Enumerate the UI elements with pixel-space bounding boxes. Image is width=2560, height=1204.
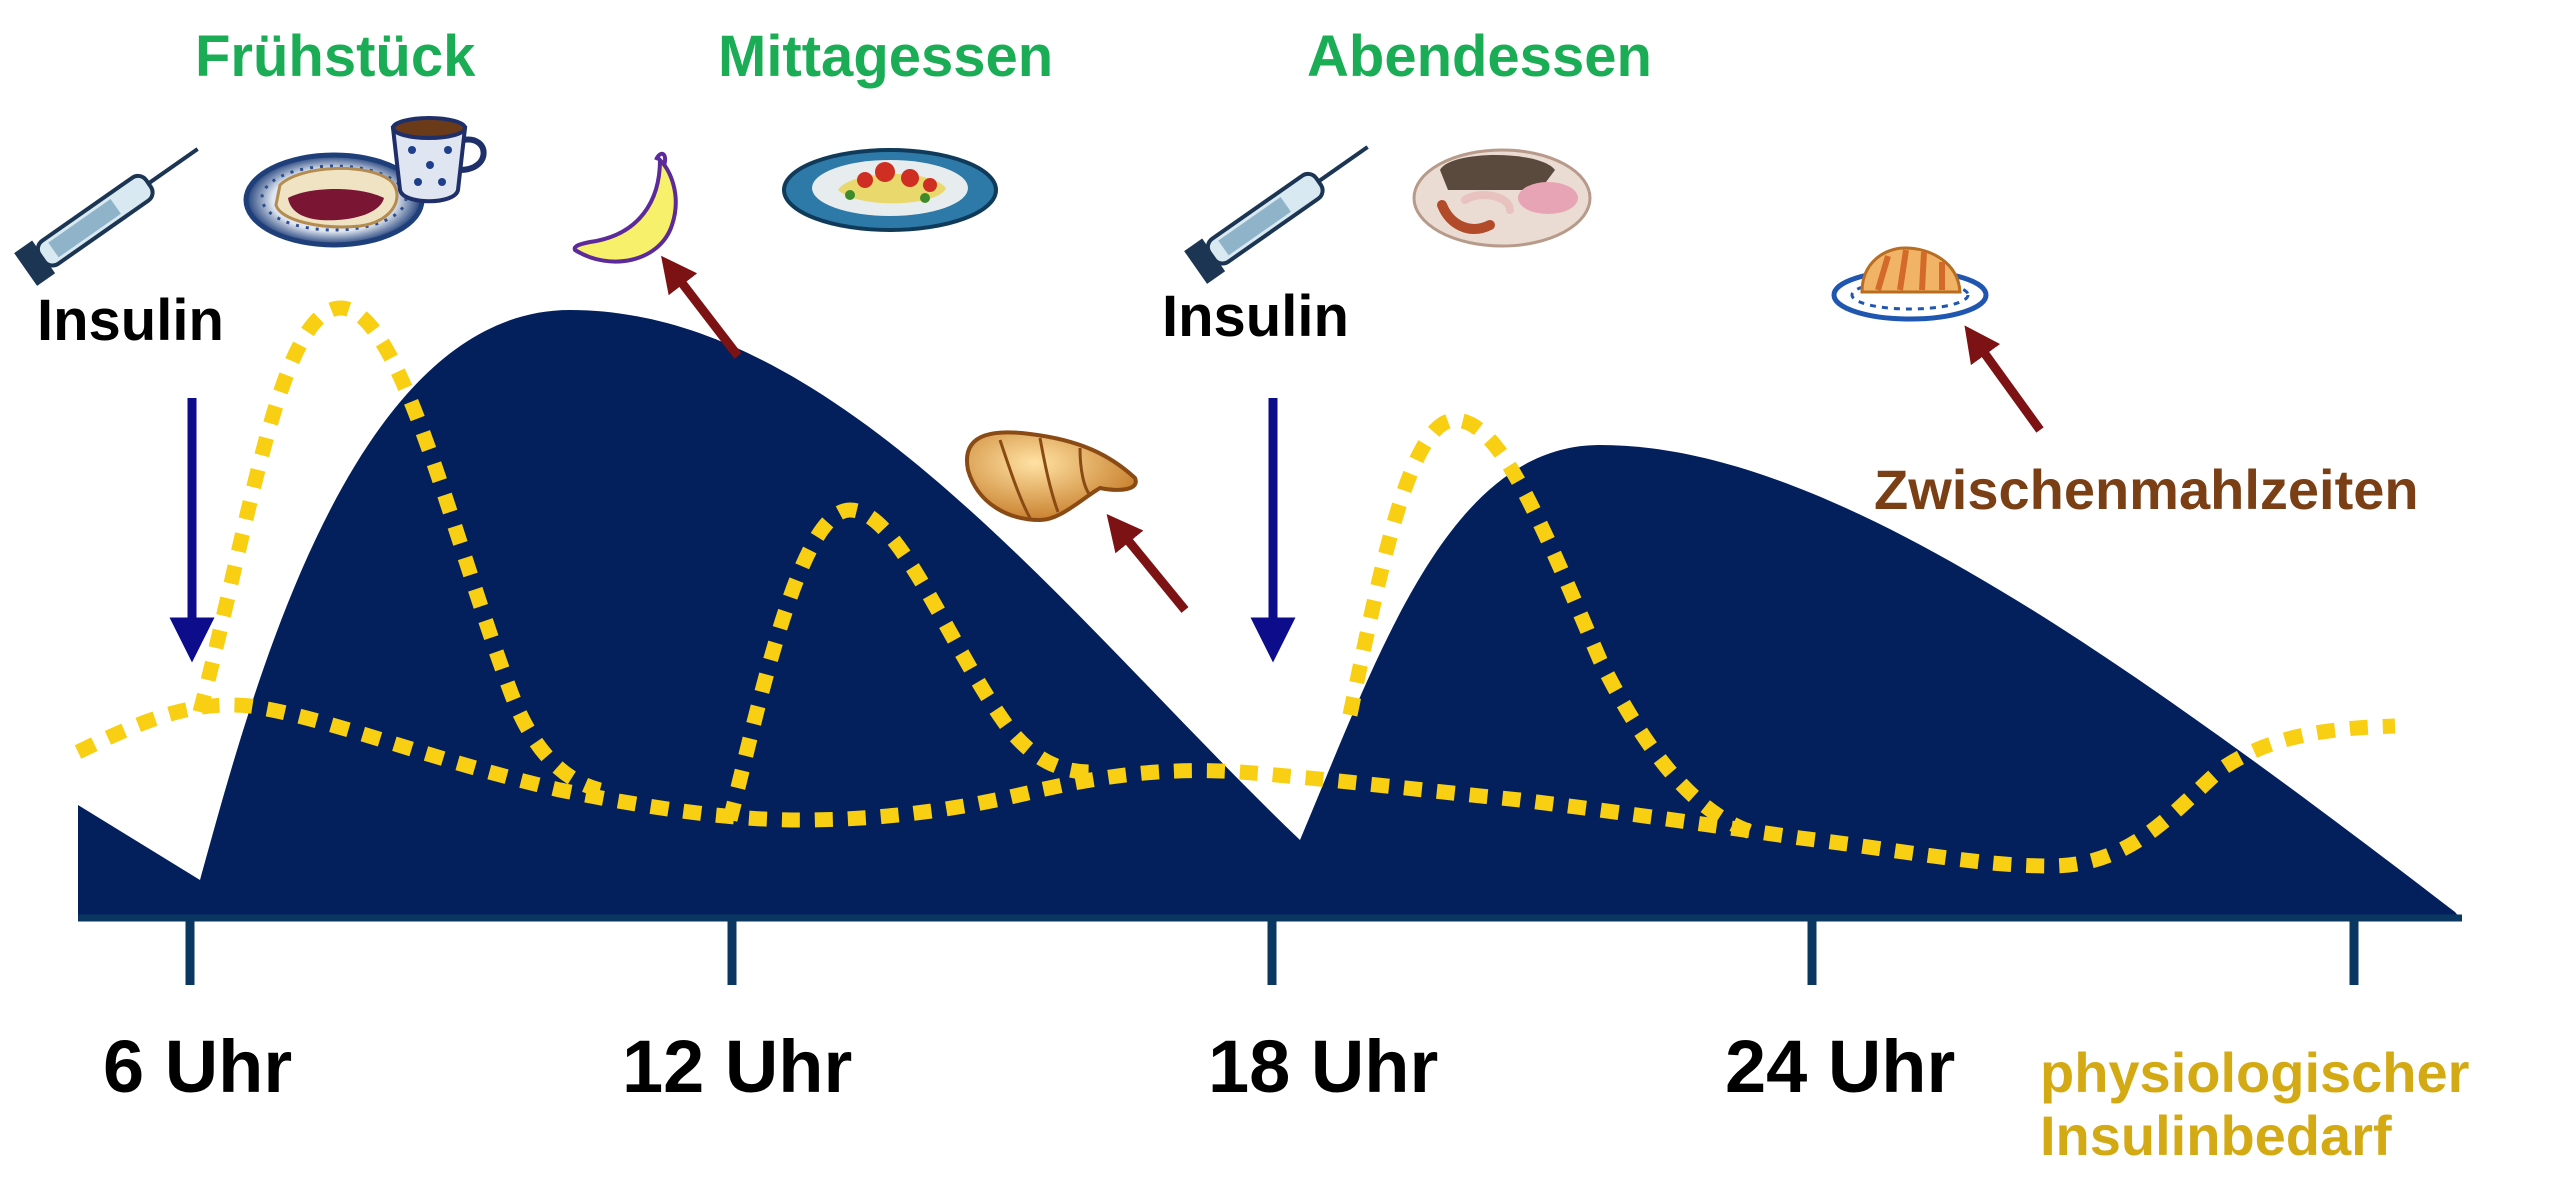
time-label-6: 6 Uhr	[103, 1025, 293, 1108]
pasta-plate-icon	[782, 148, 998, 232]
legend-line-2: Insulinbedarf	[2040, 1103, 2392, 1167]
physiological-need-legend: physiologischer Insulinbedarf	[2040, 1041, 2470, 1167]
meal-label-breakfast: Frühstück	[195, 24, 476, 89]
dinner-need-peak	[1342, 412, 1763, 843]
cookies-plate-icon	[1831, 246, 1989, 322]
syringe-icon	[1184, 145, 1369, 284]
insulin-label-morning: Insulin	[37, 288, 224, 353]
basal-need-curve	[74, 697, 2396, 874]
snack-arrow-icon	[1106, 514, 1189, 613]
time-axis	[78, 914, 2462, 985]
meal-label-lunch: Mittagessen	[718, 24, 1054, 89]
breakfast-need-peak	[192, 300, 603, 798]
time-label-24: 24 Uhr	[1725, 1025, 1956, 1108]
snack-arrow-icon	[1964, 325, 2044, 433]
insulin-action-area	[78, 310, 2460, 918]
coffee-cup-icon	[390, 116, 487, 204]
syringe-icon	[14, 147, 199, 286]
time-label-18: 18 Uhr	[1208, 1025, 1439, 1108]
cold-cuts-plate-icon	[1412, 148, 1592, 248]
snack-arrows	[661, 255, 2044, 613]
legend-line-1: physiologischer	[2040, 1041, 2470, 1104]
meal-label-dinner: Abendessen	[1307, 24, 1652, 89]
insulin-label-evening: Insulin	[1162, 284, 1349, 349]
snack-arrow-icon	[661, 255, 742, 359]
time-label-12: 12 Uhr	[622, 1025, 853, 1108]
croissant-icon	[964, 430, 1138, 523]
banana-icon	[572, 151, 678, 264]
lunch-need-peak	[722, 502, 1091, 822]
breakfast-plate-icon	[243, 152, 425, 248]
snacks-label: Zwischenmahlzeiten	[1874, 458, 2419, 521]
physiological-insulin-curve	[74, 300, 2396, 874]
